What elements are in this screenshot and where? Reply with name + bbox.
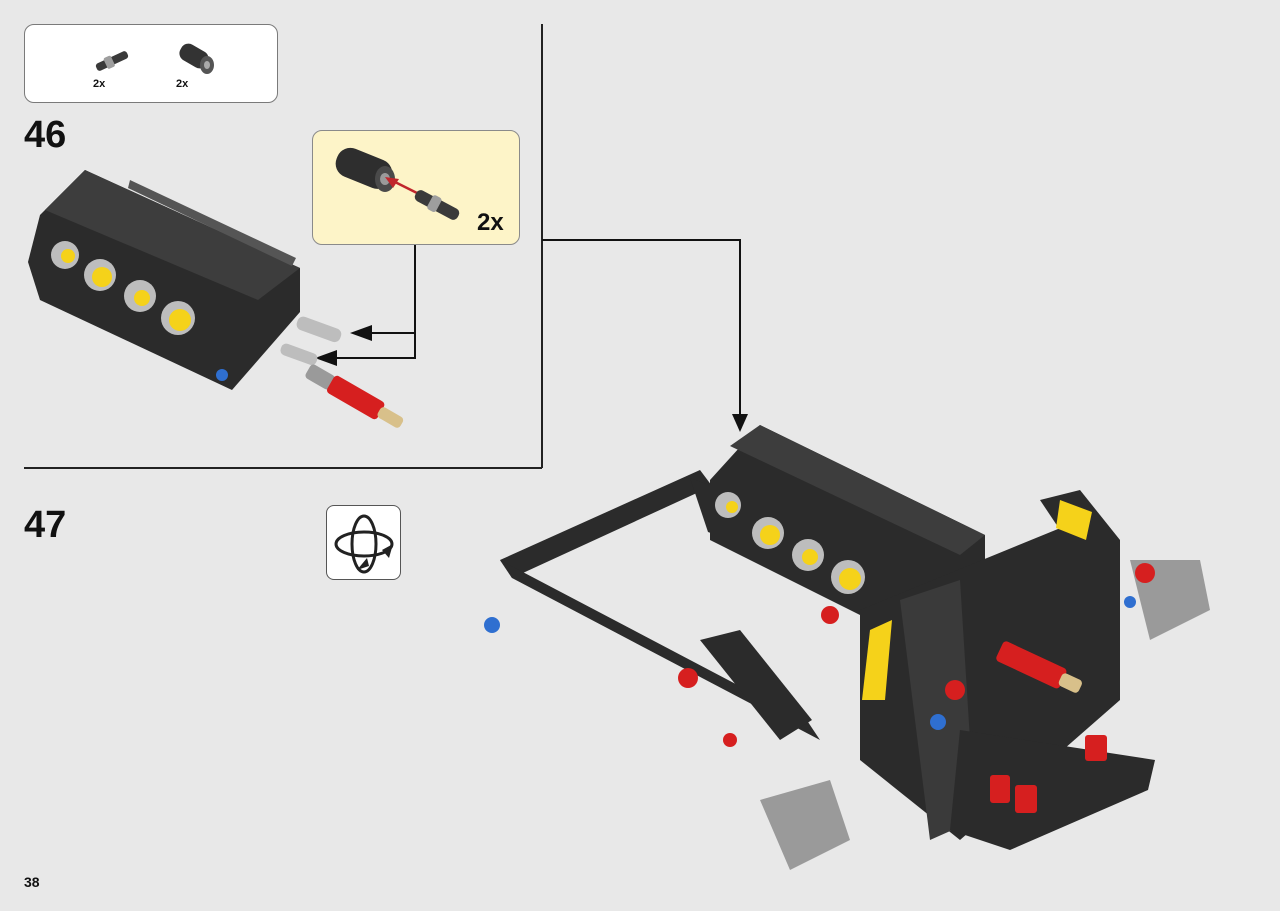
- assembly-arrow-head: [732, 414, 748, 432]
- blue-axle-end: [484, 617, 500, 633]
- blue-pin: [216, 369, 228, 381]
- parts-illustrations: [95, 43, 214, 74]
- parts-list-box: 2x 2x: [24, 24, 278, 103]
- cylinder-heads: [51, 241, 195, 335]
- part-quantity-2: 2x: [176, 78, 189, 90]
- rotate-model-icon: [334, 514, 394, 574]
- rotate-model-box: [326, 505, 401, 580]
- callout-illustration: [335, 147, 460, 220]
- part-quantity-1: 2x: [93, 78, 106, 90]
- callout-arrow-head-1: [350, 325, 372, 341]
- red-axle: [996, 641, 1082, 693]
- insert-arrow-line: [392, 179, 422, 197]
- axle-pin-connector-icon: [414, 190, 460, 220]
- assembly-arrow-line: [542, 239, 741, 418]
- callout-arrow-line-2: [335, 333, 416, 359]
- front-frame: [484, 470, 820, 747]
- sub-assembly-callout: 2x: [312, 130, 520, 245]
- bush-connector-icon: [179, 43, 214, 74]
- insert-arrow-head: [385, 177, 399, 188]
- bush-connector-icon: [335, 147, 395, 192]
- rear-frame: [760, 490, 1210, 870]
- page-number: 38: [24, 874, 40, 890]
- red-axle: [305, 364, 404, 428]
- step-number-47: 47: [24, 504, 67, 546]
- callout-arrow-head-2: [315, 350, 337, 366]
- engine-block: [28, 170, 404, 428]
- callout-quantity: 2x: [477, 209, 504, 236]
- axle-pin-connector-icon: [95, 51, 129, 71]
- engine-block: [710, 425, 985, 615]
- step-number-46: 46: [24, 114, 67, 156]
